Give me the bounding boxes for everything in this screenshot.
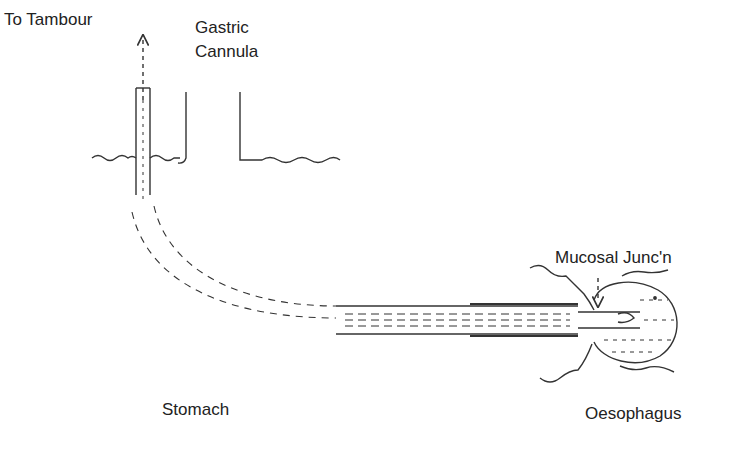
gastric-cannula	[178, 92, 340, 163]
tambour-label: To Tambour	[4, 8, 93, 32]
junction-label: Mucosal Junc'n	[555, 246, 672, 270]
fluid-surface	[92, 156, 136, 161]
tambour-arrow	[142, 40, 143, 100]
cannula-label: Gastric Cannula	[195, 16, 287, 64]
region-label: Oesophagus	[585, 402, 681, 426]
flexible-tube	[132, 206, 336, 318]
oesophageal-tube	[336, 304, 640, 336]
balloon	[594, 282, 677, 362]
junction-arrow	[597, 278, 598, 302]
tissue-wall	[530, 265, 674, 382]
region-label: Stomach	[162, 398, 229, 422]
